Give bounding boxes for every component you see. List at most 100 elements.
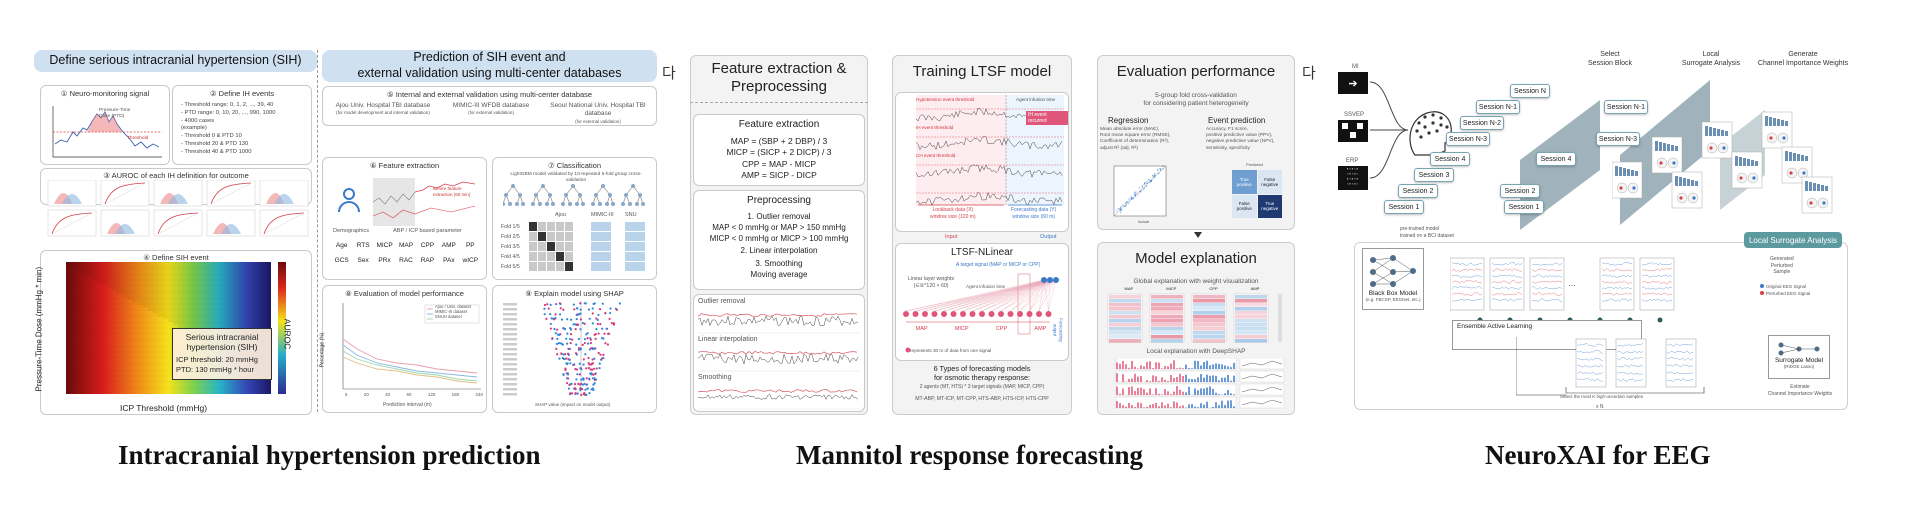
scatter-point	[1125, 204, 1127, 207]
shap-box: ⑨ Explain model using SHAP SHAP value (i…	[492, 285, 657, 413]
weight-edge	[1010, 279, 1045, 312]
mi-label: MI	[1352, 64, 1359, 70]
feature-extraction-box: ⑥ Feature extraction Before feature extr…	[322, 157, 487, 280]
shap-bar	[1176, 368, 1178, 369]
shap-point	[582, 358, 585, 361]
pp-signal-plots	[697, 313, 860, 410]
shap-point	[605, 327, 608, 330]
eeg-card-bar	[1717, 129, 1720, 136]
tree-node	[578, 193, 582, 197]
sample-trace	[1641, 274, 1673, 278]
scatter-point	[1156, 169, 1159, 171]
shap-point	[591, 307, 594, 310]
weight-cell	[1193, 323, 1225, 327]
weight-cell	[1235, 299, 1267, 303]
sample-trace	[1491, 262, 1523, 266]
sample-trace	[1601, 292, 1633, 296]
shap-point	[566, 372, 569, 375]
shap-bar	[1200, 388, 1202, 395]
shap-point	[566, 318, 569, 321]
shap-bar	[1116, 386, 1118, 395]
shap-bar	[1233, 406, 1235, 408]
shap-point	[568, 383, 571, 386]
shap-point	[607, 332, 611, 335]
auroc-curve	[51, 212, 93, 235]
topomap-hot	[1739, 176, 1743, 180]
pp-signal	[697, 353, 859, 365]
topomap-cold	[1822, 201, 1826, 205]
heatmap-step	[173, 262, 179, 325]
shap-point	[595, 328, 598, 331]
eeg-card-bar	[1769, 117, 1772, 126]
sample-trace	[1531, 286, 1563, 290]
agent2-label: Agent infusion time	[966, 284, 1006, 289]
topomap-cold	[1632, 186, 1636, 190]
ih-recurred-badge: IH event recurred	[1026, 111, 1068, 125]
weight-edge	[915, 279, 1045, 312]
eeg-card-bar	[1801, 155, 1804, 161]
shap-bar	[1167, 391, 1169, 395]
fold-ext-cell	[625, 232, 645, 241]
weight-cell	[1235, 327, 1267, 331]
shap-point	[602, 337, 605, 340]
shap-bar	[1206, 374, 1208, 382]
scatter-point	[1154, 173, 1156, 175]
weight-cell	[1193, 315, 1225, 319]
heatmap-step	[188, 262, 194, 334]
weight-edge	[934, 279, 1045, 312]
training-signal-box: Hypotension event threshold IH event thr…	[895, 92, 1069, 232]
shap-bar	[1122, 374, 1124, 382]
shap-bar	[1215, 363, 1217, 369]
auroc-diagonal	[210, 182, 252, 205]
weight-cell	[1151, 299, 1183, 303]
tree-node	[605, 202, 609, 206]
fold-cell	[538, 222, 546, 231]
shap-point	[589, 338, 592, 341]
tree-node	[551, 202, 555, 206]
session-box: Session 4	[1430, 152, 1470, 166]
shap-point	[579, 367, 582, 370]
perf-xlabel: Prediction interval (m)	[383, 402, 432, 408]
shap-point	[568, 358, 571, 361]
shap-xlabel: SHAP value (impact on model output)	[535, 402, 611, 407]
selected-trace	[1666, 350, 1694, 354]
scatter-point	[1135, 191, 1137, 193]
pretrained-label: pre-trained model trained on a BCI datas…	[1400, 226, 1454, 239]
scatter-point	[1130, 197, 1132, 200]
scatter-point	[1137, 193, 1139, 195]
shap-bar	[1125, 364, 1127, 369]
weight-edge	[1038, 279, 1045, 312]
shap-bar	[1152, 404, 1154, 408]
shap-feature-tick	[503, 353, 517, 356]
weight-cell	[1109, 295, 1141, 299]
weight-cell	[1235, 315, 1267, 319]
tree-node	[548, 193, 552, 197]
tree-node	[564, 193, 568, 197]
auroc-curve	[157, 212, 199, 235]
session-box: Session 1	[1504, 200, 1544, 214]
selected-sheet	[1575, 338, 1607, 388]
eeg-card-bar	[1813, 183, 1816, 191]
box1-title: ① Neuro-monitoring signal	[60, 89, 150, 98]
shap-point	[589, 372, 592, 375]
shap-point	[566, 362, 569, 365]
xn-label: x N	[1596, 404, 1604, 410]
shap-point	[588, 348, 591, 351]
fold-cell	[556, 252, 564, 261]
shap-point	[593, 357, 596, 360]
shap-point	[618, 302, 621, 305]
classification-sub: LightGBM model validated by 10-repeated …	[510, 172, 642, 184]
shap-point	[592, 373, 595, 376]
eeg-card-bar	[1797, 154, 1800, 161]
heatmap-step	[168, 262, 174, 322]
col-ajou: Ajou	[555, 212, 567, 218]
eeg-card-bar	[1773, 118, 1776, 126]
shap-point	[568, 337, 572, 341]
heatmap-step	[198, 262, 204, 339]
weight-edge	[934, 279, 1057, 312]
weight-edge	[1000, 279, 1051, 312]
shap-bar	[1155, 376, 1157, 382]
shap-bar	[1185, 392, 1187, 395]
shap-side-line	[1241, 399, 1283, 406]
